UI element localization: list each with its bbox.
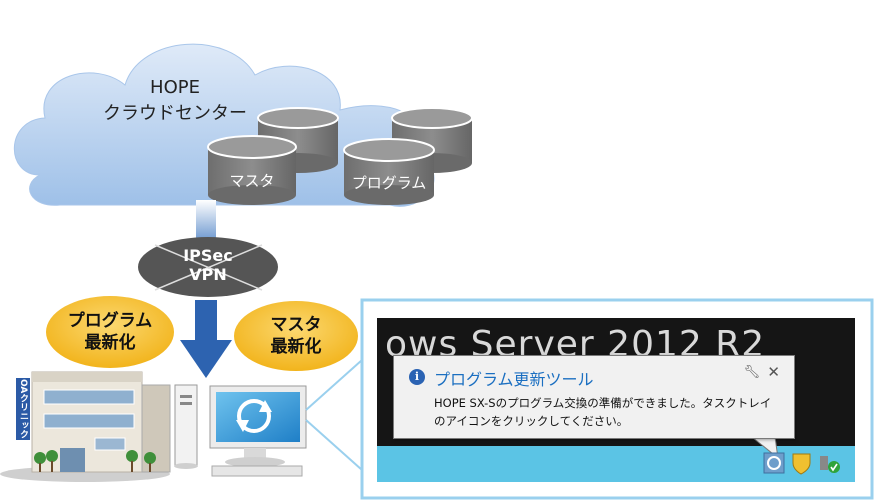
program-update-line1: プログラム [67,311,153,331]
database-cylinder-master [207,135,297,205]
program-update-text: プログラム 最新化 [46,310,174,354]
close-icon[interactable]: ✕ [767,363,780,381]
pc-tower [174,384,198,469]
db-master-label: マスタ [229,172,275,190]
vpn-ellipse [138,237,278,297]
wrench-icon[interactable]: 🔧︎ [743,365,760,380]
database-cylinder-program [343,138,435,205]
program-update-badge [46,296,174,368]
master-update-line2: 最新化 [270,337,322,357]
vpn-label-line2: VPN [189,265,227,284]
vpn-label-line1: IPSec [183,246,233,265]
db-program-label: プログラム [351,174,427,192]
notification-balloon[interactable]: i プログラム更新ツール 🔧︎ ✕ HOPE SX-Sのプログラム交換の準備がで… [393,355,795,439]
monitor [209,385,307,477]
network-tray-icon[interactable] [820,456,840,473]
cloud-title-line1: HOPE [150,77,200,98]
callout-line-upper [305,359,363,411]
master-update-line1: マスタ [270,315,322,335]
balloon-title: プログラム更新ツール [434,370,594,389]
update-tray-icon[interactable] [763,452,785,474]
clinic-sign: OAクリニック [16,378,30,440]
vpn-label: IPSec VPN [138,246,278,284]
balloon-body: HOPE SX-Sのプログラム交換の準備ができました。タスクトレイのアイコンをク… [434,396,772,428]
cloud-title-line2: クラウドセンター [103,103,247,124]
master-update-badge [234,301,358,371]
shield-tray-icon[interactable] [792,453,811,475]
cloud-title: HOPE クラウドセンター [100,75,250,127]
master-update-text: マスタ 最新化 [234,314,358,358]
callout-line-lower [305,419,363,471]
program-update-line2: 最新化 [84,333,136,353]
info-icon: i [409,369,425,385]
clinic-building [0,371,171,482]
download-arrow [180,300,232,378]
